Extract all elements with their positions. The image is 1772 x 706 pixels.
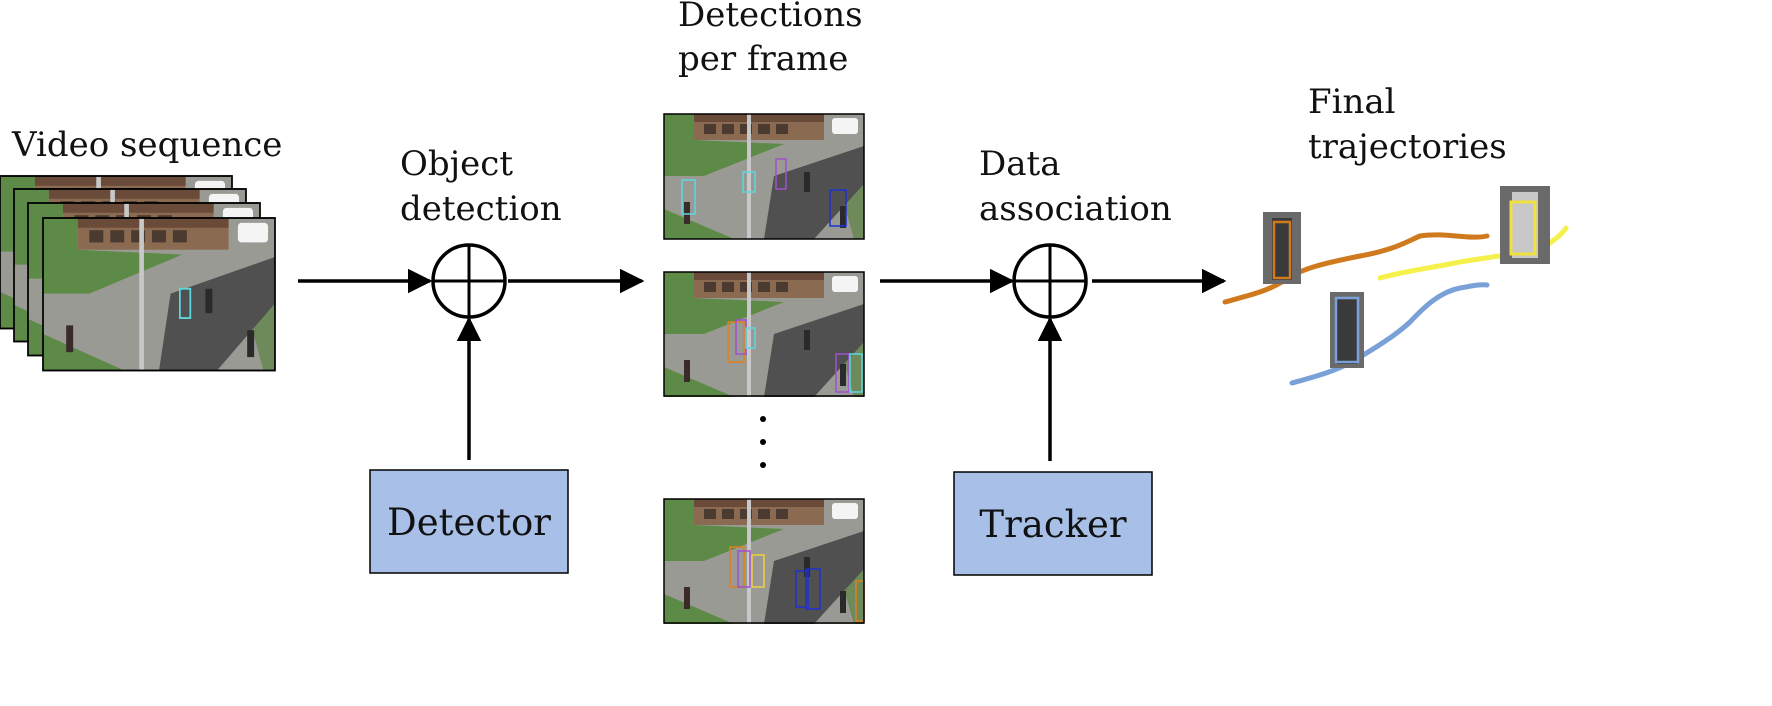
trajectory-orange bbox=[1222, 212, 1490, 305]
trajectory-yellow bbox=[1377, 186, 1569, 281]
detections-label-line2: per frame bbox=[678, 39, 848, 79]
trajectory-blue bbox=[1289, 282, 1490, 386]
video-sequence-stack bbox=[0, 175, 276, 372]
data-association-label-line2: association bbox=[979, 189, 1172, 229]
object-detection-label-line2: detection bbox=[400, 189, 562, 229]
final-trajectories-label-line2: trajectories bbox=[1308, 127, 1507, 167]
detector-box: Detector bbox=[369, 469, 569, 574]
video-sequence-label: Video sequence bbox=[11, 125, 282, 165]
association-sum-node bbox=[1012, 243, 1088, 319]
detection-sum-node bbox=[431, 243, 507, 319]
detector-box-label: Detector bbox=[387, 501, 551, 544]
detection-frame-1 bbox=[663, 113, 865, 240]
detection-frame-3 bbox=[663, 498, 865, 624]
detections-label-line1: Detections bbox=[678, 0, 863, 35]
tracker-box: Tracker bbox=[953, 471, 1153, 576]
detection-frame-2 bbox=[663, 271, 865, 397]
tracker-box-label: Tracker bbox=[979, 503, 1126, 546]
object-detection-label-line1: Object bbox=[400, 144, 513, 184]
data-association-label-line1: Data bbox=[979, 144, 1060, 184]
ellipsis-dots bbox=[760, 416, 766, 468]
final-trajectories-label-line1: Final bbox=[1308, 82, 1396, 122]
